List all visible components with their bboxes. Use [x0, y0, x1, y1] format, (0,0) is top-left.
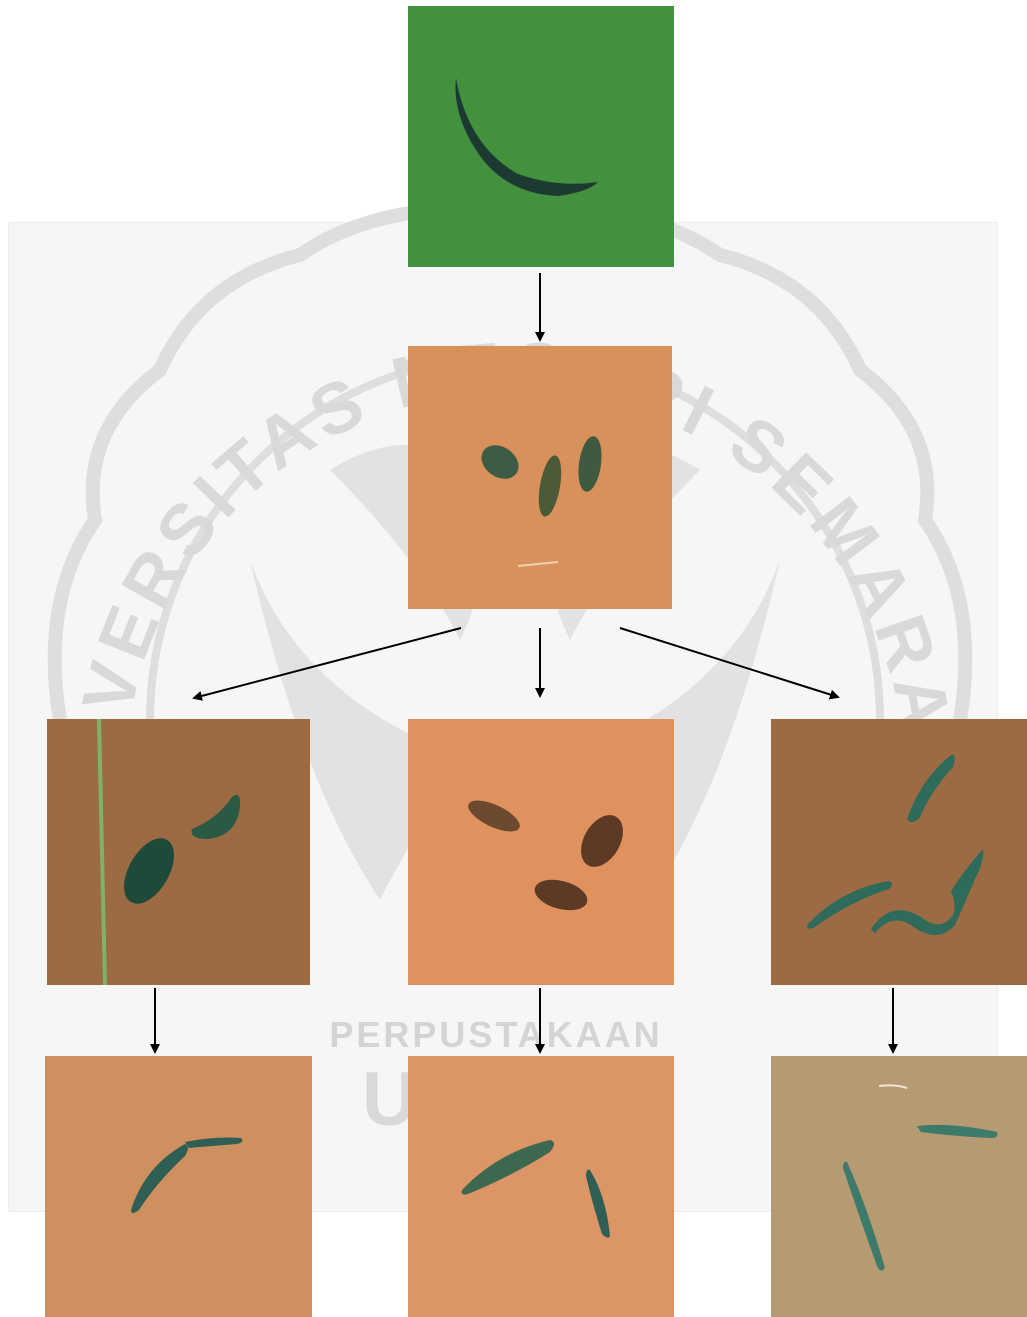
photo-posterior-result [771, 1056, 1027, 1317]
photo-middle-result [408, 1056, 674, 1317]
photo-anterior-result [45, 1056, 312, 1317]
photo-cut-fragments [408, 346, 672, 609]
photo-posterior-regeneration [771, 719, 1027, 985]
photo-anterior-regeneration [47, 719, 310, 985]
photo-parent-planarian [408, 6, 674, 267]
library-text: PERPUSTAKAAN [329, 1014, 662, 1055]
photo-middle-regeneration [408, 719, 674, 985]
